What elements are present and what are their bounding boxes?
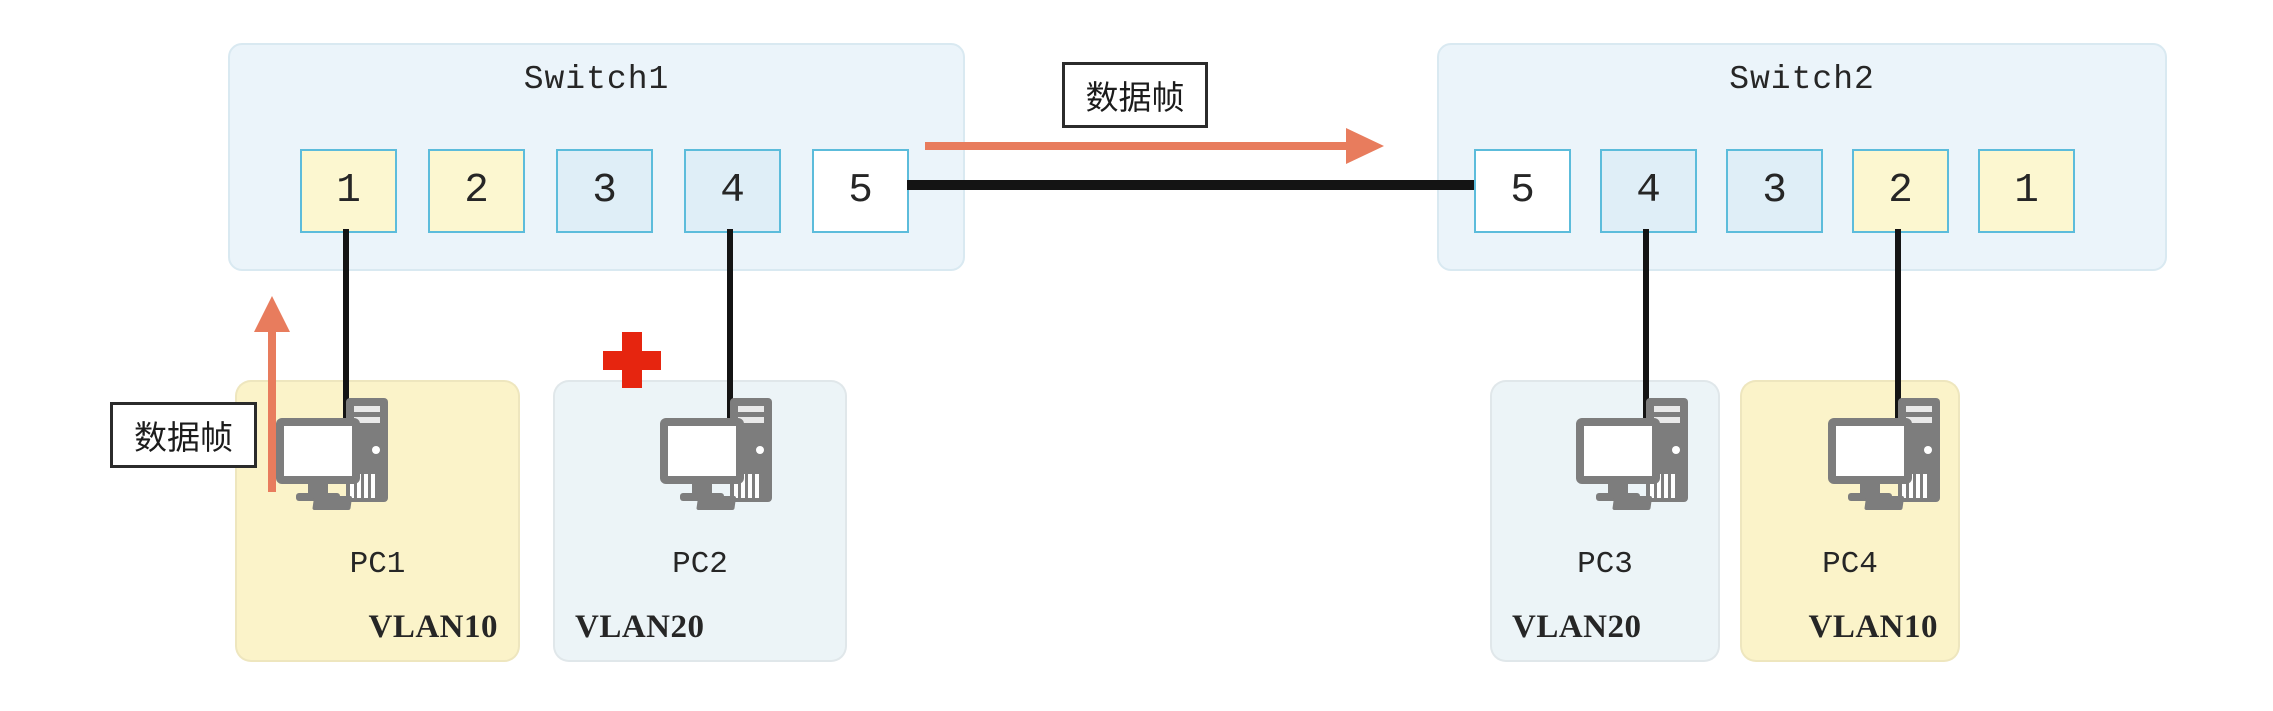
data-frame-label-left-text: 数据帧 [134,419,233,456]
switch1-port-4: 4 [684,149,781,233]
switch1-port-1-label: 1 [336,168,361,214]
pc4-name: PC4 [1822,547,1878,582]
switch2-port-3-label: 3 [1762,168,1787,214]
switch1-title: Switch1 [523,61,670,98]
switch2-port-1: 1 [1978,149,2075,233]
switch1-box: Switch1 1 2 3 4 5 [228,43,965,271]
switch1-port-4-label: 4 [720,168,745,214]
switch2-port-2: 2 [1852,149,1949,233]
pc-icon [660,398,772,510]
data-frame-label-left: 数据帧 [110,402,257,468]
switch1-port-1: 1 [300,149,397,233]
switch1-port-3-label: 3 [592,168,617,214]
pc-icon [1828,398,1940,510]
pc3-vlan-label: VLAN20 [1512,609,1642,645]
pc-icon [276,398,388,510]
switch2-port-5: 5 [1474,149,1571,233]
pc1-name: PC1 [349,547,406,582]
switch1-port-5: 5 [812,149,909,233]
arrow-right-icon [925,128,1384,164]
switch1-port-5-label: 5 [848,168,873,214]
switch2-port-4: 4 [1600,149,1697,233]
switch1-port-2: 2 [428,149,525,233]
pc-icon [1576,398,1688,510]
switch1-port-3: 3 [556,149,653,233]
switch2-port-3: 3 [1726,149,1823,233]
switch2-title: Switch2 [1729,61,1875,98]
switch2-port-1-label: 1 [2014,168,2039,214]
pc2-vlan-label: VLAN20 [575,609,705,645]
pc3-name: PC3 [1577,547,1633,582]
pc4-vlan-label: VLAN10 [1808,609,1938,645]
data-frame-label-top-text: 数据帧 [1085,79,1185,116]
switch2-port-5-label: 5 [1510,168,1535,214]
pc1-vlan-label: VLAN10 [368,609,498,645]
switch2-port-2-label: 2 [1888,168,1913,214]
switch1-port-2-label: 2 [464,168,489,214]
pc2-name: PC2 [672,547,728,582]
switch2-box: Switch2 5 4 3 2 1 [1437,43,2167,271]
data-frame-label-top: 数据帧 [1062,62,1208,128]
switch2-port-4-label: 4 [1636,168,1661,214]
